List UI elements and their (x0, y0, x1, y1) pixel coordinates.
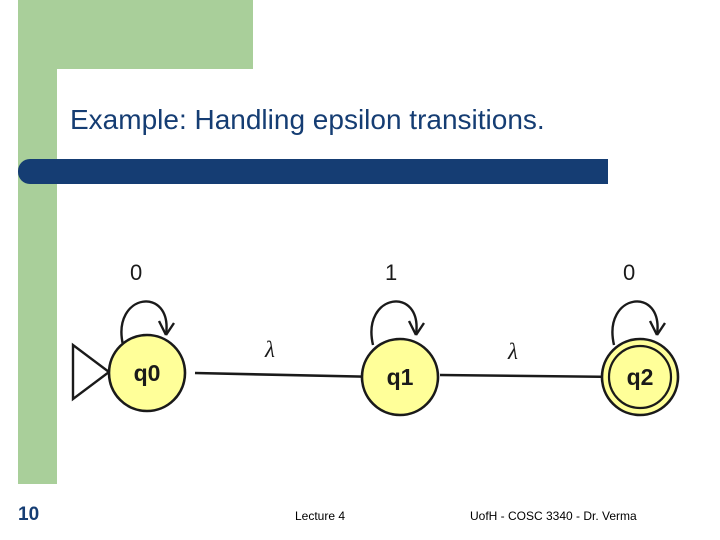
transition-label-q0-q1: λ (264, 337, 275, 362)
state-label-q0: q0 (134, 360, 161, 386)
state-label-q1: q1 (387, 364, 414, 390)
white-content-panel (57, 69, 720, 484)
state-q2: q2 (600, 337, 680, 417)
navy-title-underline-bar (18, 159, 608, 184)
self-loop-label-q0: 0 (130, 260, 142, 285)
start-marker (71, 342, 111, 402)
white-left-strip (0, 0, 18, 540)
transition-q1-q2: λ (439, 339, 624, 386)
self-loop-label-q2: 0 (623, 260, 635, 285)
transition-q0-q1: λ (194, 337, 383, 386)
footer-course-label: UofH - COSC 3340 - Dr. Verma (470, 509, 637, 523)
automaton-diagram: λ λ 0 1 0 (55, 235, 695, 450)
self-loop-label-q1: 1 (385, 260, 397, 285)
self-loop-q0: 0 (120, 260, 175, 346)
footer-lecture-label: Lecture 4 (295, 509, 346, 523)
transition-label-q1-q2: λ (507, 339, 518, 364)
state-q1: q1 (360, 337, 440, 417)
white-bottom-strip (0, 484, 720, 540)
page-title: Example: Handling epsilon transitions. (70, 104, 545, 135)
self-loop-q2: 0 (611, 260, 666, 346)
page-number: 10 (18, 504, 40, 525)
state-q0: q0 (107, 333, 187, 413)
state-label-q2: q2 (627, 364, 654, 390)
self-loop-q1: 1 (370, 260, 425, 346)
